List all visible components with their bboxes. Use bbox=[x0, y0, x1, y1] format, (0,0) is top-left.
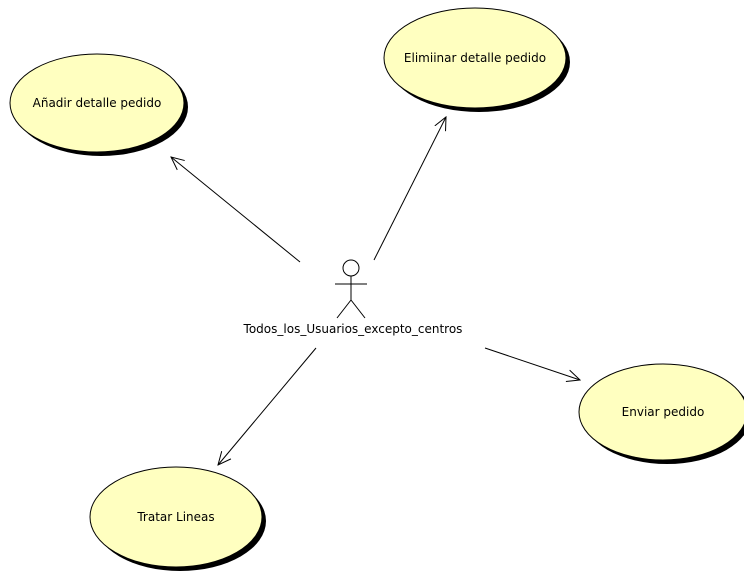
association-enviar[interactable] bbox=[484, 347, 580, 380]
usecase-ellipse bbox=[89, 466, 263, 568]
usecase-anadir-detalle-pedido[interactable]: Añadir detalle pedido bbox=[9, 53, 188, 156]
usecase-ellipse bbox=[578, 363, 744, 461]
usecase-ellipse bbox=[383, 7, 567, 109]
usecase-enviar-pedido[interactable]: Enviar pedido bbox=[578, 363, 744, 464]
usecase-label: Añadir detalle pedido bbox=[33, 96, 162, 110]
association-tratar[interactable] bbox=[218, 347, 317, 465]
associations bbox=[171, 117, 580, 465]
actor-label: Todos_los_Usuarios_excepto_centros bbox=[243, 322, 463, 336]
usecase-tratar-lineas[interactable]: Tratar Lineas bbox=[89, 466, 266, 571]
usecase-eliminar-detalle-pedido[interactable]: Elimiinar detalle pedido bbox=[383, 7, 570, 112]
usecase-ellipse bbox=[9, 53, 185, 153]
usecase-label: Elimiinar detalle pedido bbox=[404, 51, 546, 65]
association-eliminar[interactable] bbox=[373, 117, 446, 261]
usecase-label: Tratar Lineas bbox=[136, 510, 214, 524]
actor-todos-los-usuarios[interactable]: Todos_los_Usuarios_excepto_centros bbox=[243, 259, 463, 336]
association-anadir[interactable] bbox=[171, 157, 301, 263]
stick-figure-actor-icon bbox=[335, 259, 367, 319]
usecase-label: Enviar pedido bbox=[622, 405, 705, 419]
